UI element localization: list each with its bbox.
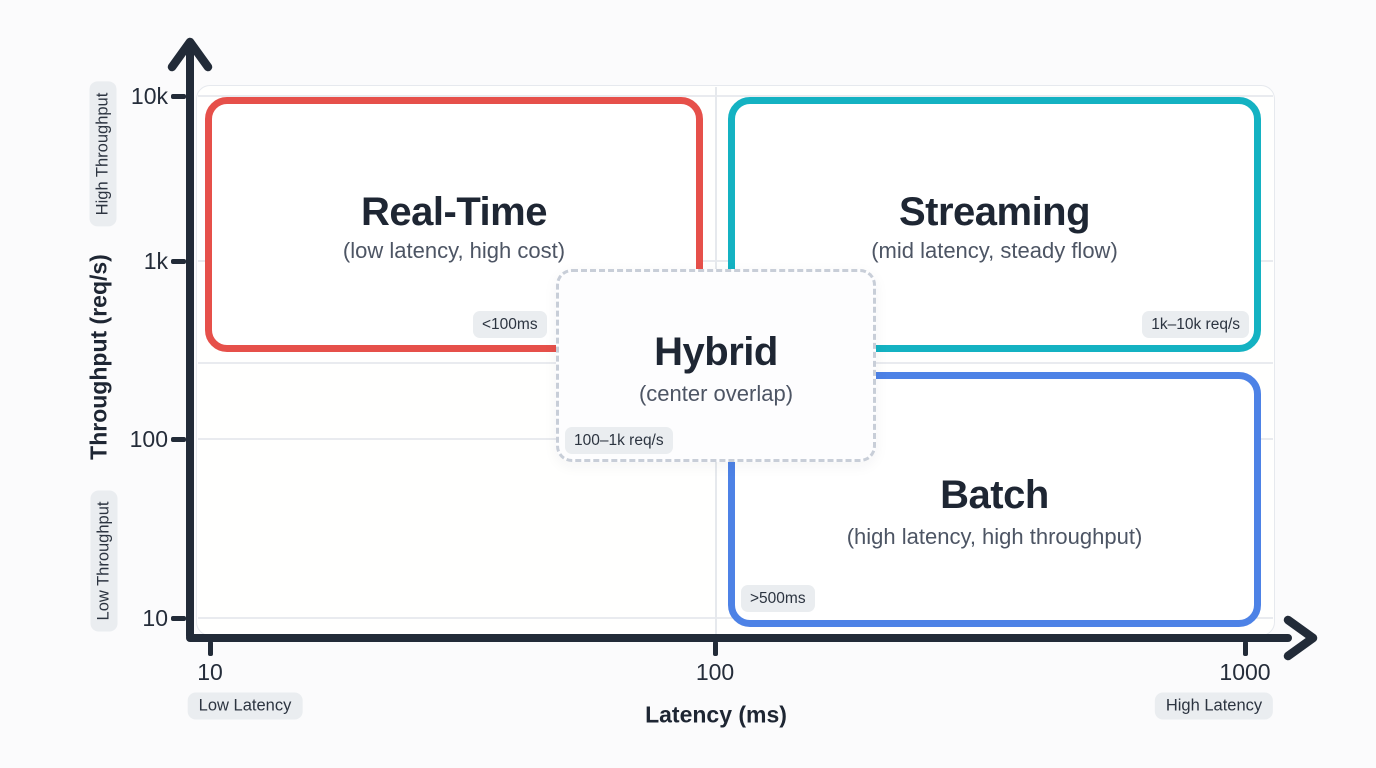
high-latency-badge: High Latency xyxy=(1154,692,1274,720)
region-title: Streaming xyxy=(898,190,1091,234)
x-tick-label-100: 100 xyxy=(695,659,735,685)
y-tick-1k xyxy=(171,259,186,264)
x-tick-label-1000: 1000 xyxy=(1219,659,1271,685)
x-tick-100 xyxy=(713,641,718,656)
x-axis-arrow-icon xyxy=(1283,615,1318,661)
x-axis-title: Latency (ms) xyxy=(645,701,787,728)
region-subtitle: (high latency, high throughput) xyxy=(846,524,1143,549)
y-tick-label-1k: 1k xyxy=(143,248,168,274)
y-tick-label-10: 10 xyxy=(142,605,168,631)
region-badge: 1k–10k req/s xyxy=(1142,311,1249,338)
region-subtitle: (low latency, high cost) xyxy=(342,238,566,263)
region-title: Real-Time xyxy=(361,190,547,234)
region-subtitle: (mid latency, steady flow) xyxy=(871,238,1118,263)
x-tick-label-10: 10 xyxy=(197,659,223,685)
y-tick-10k xyxy=(171,94,186,99)
region-title: Batch xyxy=(940,473,1049,517)
y-tick-10 xyxy=(171,616,186,621)
y-axis-line xyxy=(186,42,194,640)
region-badge: 100–1k req/s xyxy=(565,427,673,454)
x-tick-1000 xyxy=(1243,641,1248,656)
region-badge: <100ms xyxy=(473,311,547,338)
y-tick-label-10k: 10k xyxy=(130,83,168,109)
x-axis-line xyxy=(186,634,1292,642)
region-badge: >500ms xyxy=(741,585,815,612)
region-hybrid: Hybrid (center overlap) 100–1k req/s xyxy=(556,269,876,462)
high-throughput-badge: High Throughput xyxy=(89,81,117,227)
region-title: Hybrid xyxy=(654,330,778,374)
y-tick-100 xyxy=(171,437,186,442)
low-throughput-badge: Low Throughput xyxy=(90,490,118,632)
x-tick-10 xyxy=(208,641,213,656)
low-latency-badge: Low Latency xyxy=(187,692,303,720)
region-subtitle: (center overlap) xyxy=(638,381,794,406)
y-axis-arrow-icon xyxy=(167,37,213,72)
gridline-10k xyxy=(198,95,1273,97)
y-tick-label-100: 100 xyxy=(129,426,168,452)
y-axis-title: Throughput (req/s) xyxy=(85,254,112,460)
region-streaming: Streaming (mid latency, steady flow) 1k–… xyxy=(728,97,1261,352)
